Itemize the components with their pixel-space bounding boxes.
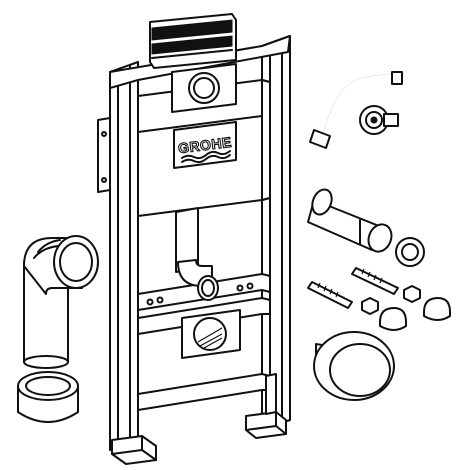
connector-cup [17, 371, 79, 423]
actuator-box [149, 13, 237, 69]
drain-pipe [175, 207, 219, 301]
brand-logo-text: GROHE [177, 134, 232, 156]
lower-mounting-plate [181, 309, 241, 359]
angle-valve [359, 105, 399, 135]
flush-pipe-elbow [23, 235, 99, 369]
connection-pipe [307, 188, 393, 253]
upper-mounting-plate [171, 63, 237, 113]
pipe-seal-ring [395, 237, 425, 267]
nuts-and-caps [361, 285, 451, 331]
frame-feet [111, 373, 287, 465]
water-supply-hose [309, 71, 403, 149]
grohe-logo-plate: GROHE [173, 121, 237, 169]
fixing-bolts [307, 267, 399, 309]
installation-frame: GROHE [97, 13, 291, 465]
rubber-sleeve [313, 331, 395, 401]
